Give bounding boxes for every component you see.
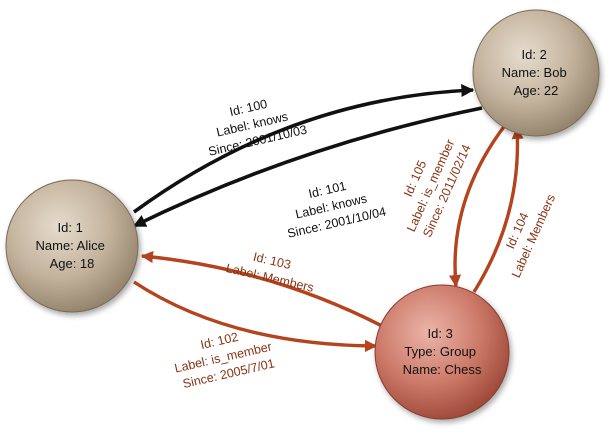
svg-text:Id: 105 Label: is_member: Id: 105 Label: is_member Since: 2011/02/… — [389, 127, 475, 240]
node-chess-type: Type: Group — [404, 344, 476, 359]
node-alice-id: Id: 1 — [58, 220, 83, 235]
svg-text:Id: 3 Type: Group: Id: 3 Type: Group Name: Chess — [403, 326, 482, 377]
node-bob: Id: 2 Name: Bob Age: 22 — [472, 9, 600, 137]
svg-text:Id: 103 Label: Members: Id: 103 Label: Members — [225, 244, 319, 294]
node-bob-circle — [472, 9, 600, 137]
edge-101-label: Id: 101 Label: knows Since: 2001/10/04 — [278, 171, 387, 241]
edge-100-line — [132, 84, 475, 214]
node-bob-id: Id: 2 — [522, 47, 547, 62]
edge-102-line — [133, 280, 378, 353]
edge-104-line — [472, 126, 524, 293]
svg-text:Id: 102 Label: is_member: Id: 102 Label: is_member Since: 2005/7/0… — [169, 322, 280, 392]
svg-text:Id: 2 Name: Bob Ag: Id: 2 Name: Bob Age: 22 — [502, 47, 571, 98]
svg-text:Id: 1 Name: Alice: Id: 1 Name: Alice Age: 18 — [36, 220, 109, 271]
svg-text:Id: 100 Label: knows: Id: 100 Label: knows Since: 2001/10/03 — [199, 89, 308, 158]
edge-103-label: Id: 103 Label: Members — [225, 244, 319, 295]
edge-103-line — [140, 250, 387, 330]
node-chess: Id: 3 Type: Group Name: Chess — [374, 284, 510, 420]
node-chess-circle — [374, 284, 510, 420]
svg-text:Id: 101 Label: knows: Id: 101 Label: knows Since: 2001/10/04 — [278, 171, 387, 240]
node-alice-circle — [5, 179, 139, 313]
node-alice-name: Name: Alice — [36, 238, 105, 253]
edge-102-label: Id: 102 Label: is_member Since: 2005/7/0… — [169, 322, 280, 392]
node-alice-age: Age: 18 — [50, 256, 95, 271]
node-chess-name: Name: Chess — [403, 362, 482, 377]
node-bob-name: Name: Bob — [502, 65, 567, 80]
node-chess-id: Id: 3 — [428, 326, 453, 341]
node-bob-age: Age: 22 — [514, 83, 559, 98]
node-alice: Id: 1 Name: Alice Age: 18 — [5, 179, 139, 313]
edge-101-line — [132, 106, 483, 228]
edge-105-label: Id: 105 Label: is_member Since: 2011/02/… — [389, 127, 475, 240]
edge-105-line — [448, 122, 508, 288]
edge-100-label: Id: 100 Label: knows Since: 2001/10/03 — [199, 89, 308, 159]
